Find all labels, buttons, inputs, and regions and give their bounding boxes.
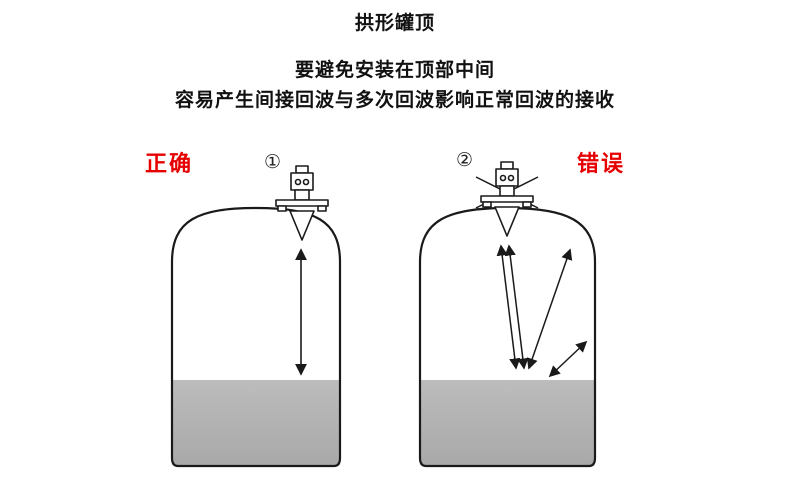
tank-right: [418, 161, 597, 468]
tank-left: [170, 165, 342, 468]
tank-left-liquid: [172, 380, 340, 466]
note-line-1: 要避免安装在顶部中间: [294, 60, 495, 81]
number-1-badge: ①: [264, 152, 282, 173]
label-wrong: 错误: [577, 151, 626, 176]
tank-left-outline: [170, 206, 342, 468]
echo-arrow-reflected: [526, 248, 573, 370]
note-line-2: 容易产生间接回波与多次回波影响正常回波的接收: [174, 90, 615, 111]
echo-arrow-return: [504, 244, 529, 370]
page-title: 拱形罐顶: [354, 13, 435, 34]
tank-right-liquid: [420, 380, 595, 466]
echo-arrow-secondary: [548, 340, 588, 378]
label-correct: 正确: [145, 151, 194, 176]
number-2-badge: ②: [456, 150, 474, 171]
